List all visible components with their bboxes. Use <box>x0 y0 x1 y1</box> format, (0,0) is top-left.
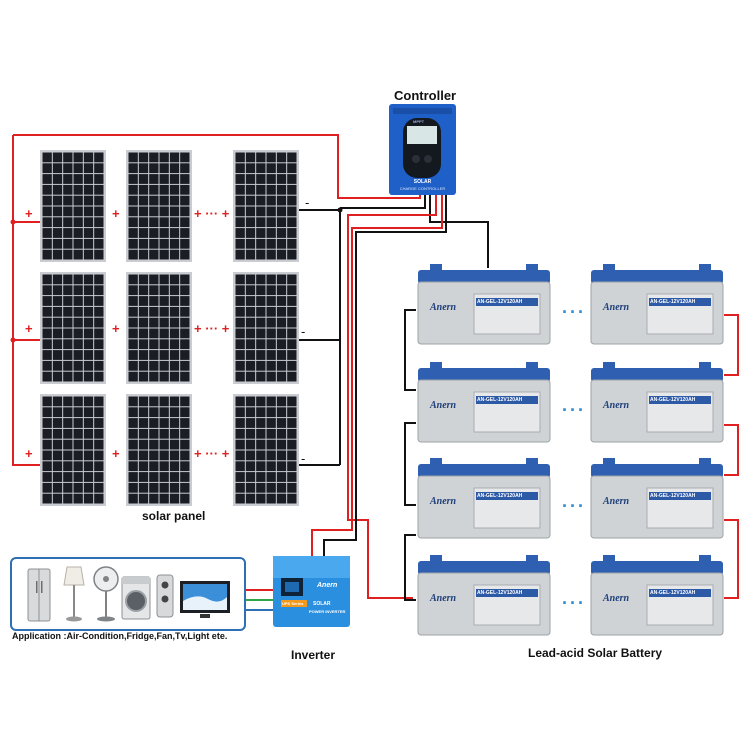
controller-line2: CHARGE CONTROLLER <box>399 186 446 191</box>
controller-lcd-screen <box>407 126 437 144</box>
battery: Anern AN-GEL-12V120AH <box>589 362 725 444</box>
battery-brand: Anern <box>430 302 457 313</box>
inverter-badge: UPS Series <box>282 601 304 606</box>
plus-sign: + <box>112 206 120 221</box>
battery-brand: Anern <box>430 593 457 604</box>
positive-junction-row2 <box>10 337 16 343</box>
battery-brand: Anern <box>430 400 457 411</box>
battery: Anern AN-GEL-12V120AH <box>589 458 725 540</box>
battery-model: AN-GEL-12V120AH <box>650 299 696 305</box>
positive-wire-panels-top <box>13 134 421 199</box>
controller-label: Controller <box>394 88 457 103</box>
solar-panel <box>233 272 299 384</box>
battery-model: AN-GEL-12V120AH <box>650 590 696 596</box>
application-box <box>10 557 246 631</box>
inverter-device: Anern UPS Series SOLAR POWER INVERTER <box>273 556 350 627</box>
solar-panel <box>126 272 192 384</box>
negative-wire-controller-battery <box>429 190 489 268</box>
solar-panel <box>126 394 192 506</box>
plus-sign: + <box>112 446 120 461</box>
solar-panel <box>126 150 192 262</box>
battery-brand: Anern <box>603 593 630 604</box>
inverter-line2: POWER INVERTER <box>309 609 346 614</box>
battery: Anern AN-GEL-12V120AH <box>589 555 725 637</box>
controller-line1: SOLAR <box>413 179 432 185</box>
solar-panel-label: solar panel <box>142 509 206 523</box>
battery-link-left-3 <box>404 534 416 601</box>
battery-brand: Anern <box>603 400 630 411</box>
battery-continuation-dots: ··· <box>562 496 586 516</box>
battery: Anern AN-GEL-12V120AH <box>416 264 552 346</box>
boiler-icon <box>156 574 174 618</box>
negative-wire-controller-inverter <box>323 190 447 556</box>
fan-icon <box>93 566 119 622</box>
solar-panel <box>40 150 106 262</box>
battery-model: AN-GEL-12V120AH <box>477 493 523 499</box>
battery-brand: Anern <box>603 302 630 313</box>
battery-model: AN-GEL-12V120AH <box>650 493 696 499</box>
plus-sign: + <box>25 206 33 221</box>
battery-continuation-dots: ··· <box>562 302 586 322</box>
charge-controller: MPPT SOLAR CHARGE CONTROLLER <box>389 104 456 195</box>
minus-sign: - <box>305 195 310 210</box>
battery-continuation-dots: ··· <box>562 400 586 420</box>
battery-model: AN-GEL-12V120AH <box>477 590 523 596</box>
minus-sign: - <box>301 324 306 339</box>
battery-link-left-2 <box>404 422 416 506</box>
washing-machine-icon <box>121 576 151 620</box>
battery: Anern AN-GEL-12V120AH <box>416 458 552 540</box>
inverter-brand: Anern <box>317 582 338 589</box>
application-label: Application :Air-Condition,Fridge,Fan,Tv… <box>12 631 228 641</box>
lamp-icon <box>63 566 85 622</box>
solar-panel <box>40 272 106 384</box>
positive-wire-panel-bus <box>12 135 40 466</box>
positive-junction-row1 <box>10 219 16 225</box>
battery-label: Lead-acid Solar Battery <box>528 646 663 660</box>
battery: Anern AN-GEL-12V120AH <box>416 362 552 444</box>
battery-link-left-1 <box>404 309 416 391</box>
battery-brand: Anern <box>603 496 630 507</box>
battery-model: AN-GEL-12V120AH <box>477 397 523 403</box>
plus-sign: + <box>112 321 120 336</box>
positive-wire-controller-battery <box>347 190 437 599</box>
plus-sign: + <box>25 321 33 336</box>
solar-panel <box>233 394 299 506</box>
minus-sign: - <box>301 451 306 466</box>
battery-continuation-dots: ··· <box>562 593 586 613</box>
battery-model: AN-GEL-12V120AH <box>477 299 523 305</box>
tv-icon <box>180 581 230 618</box>
inverter-label: Inverter <box>291 648 336 662</box>
battery: Anern AN-GEL-12V120AH <box>416 555 552 637</box>
inverter-line1: SOLAR <box>313 601 331 607</box>
solar-panel <box>233 150 299 262</box>
plus-sign: + <box>25 446 33 461</box>
negative-wire-to-controller <box>340 190 426 209</box>
battery-link-right-2 <box>724 424 739 476</box>
battery: Anern AN-GEL-12V120AH <box>589 264 725 346</box>
plus-dots-sign: + ··· + <box>194 446 230 461</box>
battery-link-right-1 <box>724 314 739 376</box>
battery-model: AN-GEL-12V120AH <box>650 397 696 403</box>
plus-dots-sign: + ··· + <box>194 321 230 336</box>
plus-dots-sign: + ··· + <box>194 206 230 221</box>
solar-panel <box>40 394 106 506</box>
positive-wire-controller-inverter <box>311 190 443 556</box>
battery-link-right-3 <box>724 519 739 599</box>
battery-brand: Anern <box>430 496 457 507</box>
negative-junction <box>337 207 343 213</box>
refrigerator-icon <box>27 568 51 622</box>
controller-brand: MPPT <box>413 119 425 124</box>
